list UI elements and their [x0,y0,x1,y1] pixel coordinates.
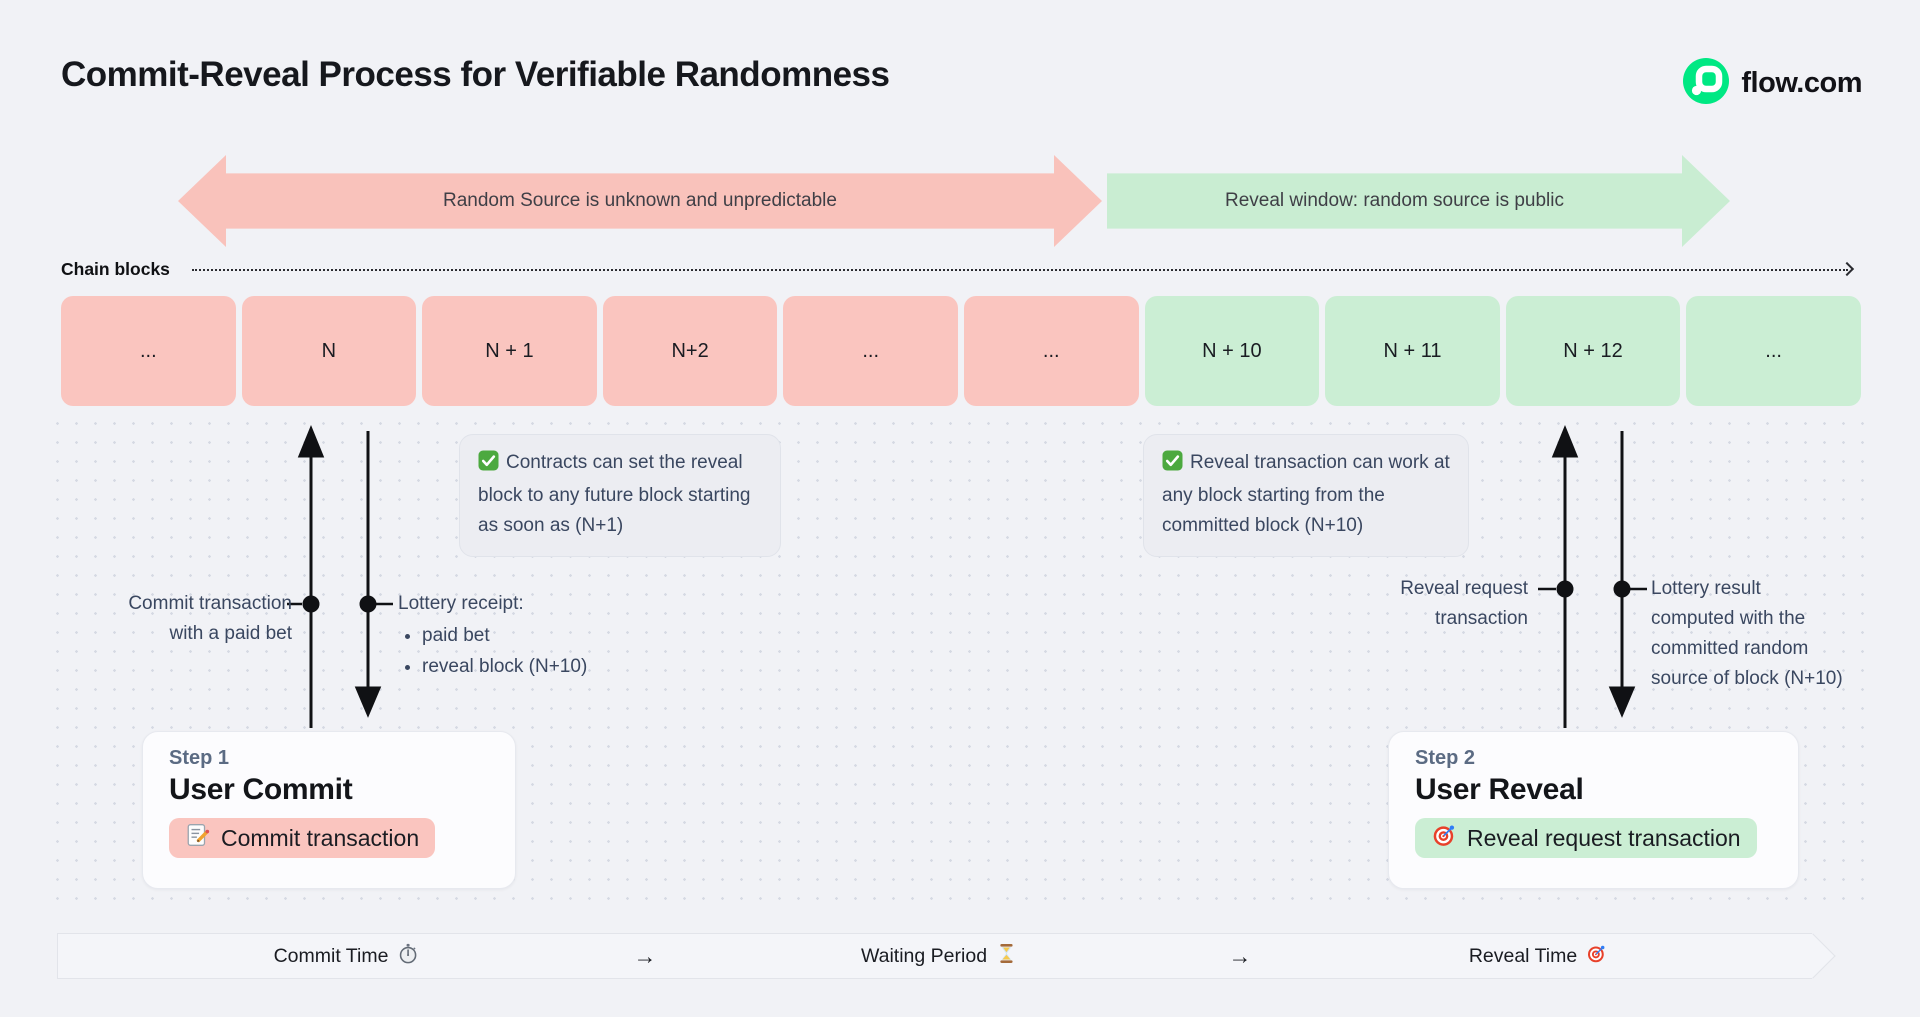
stopwatch-icon [397,943,418,970]
step1-label: Step 1 [169,747,230,769]
lottery-receipt-bullet: reveal block (N+10) [422,652,587,682]
chain-block: N + 1 [422,296,597,406]
chain-block: ... [783,296,958,406]
commit-badge-label: Commit transaction [221,824,420,851]
reveal-badge-label: Reveal request transaction [1467,824,1741,851]
chain-blocks-label: Chain blocks [61,259,170,279]
timeline-arrow-tip-icon [1790,933,1836,979]
chain-block: N + 10 [1144,296,1320,406]
time-phases-bar [57,933,1836,979]
flow-brand-link[interactable]: flow.com [1683,58,1862,109]
step1-title: User Commit [169,773,353,806]
chain-block: N + 12 [1505,296,1681,406]
commit-phase-arrow: Random Source is unknown and unpredictab… [178,155,1102,247]
page-title: Commit-Reveal Process for Verifiable Ran… [61,55,890,94]
commit-phase-label: Random Source is unknown and unpredictab… [443,190,837,211]
chain-arrow-tip-icon [1839,261,1855,277]
reveal-callout: Reveal transaction can work at any block… [1143,434,1469,557]
reveal-request-annotation: Reveal request transaction [1400,578,1528,629]
lottery-result-annotation: Lottery result computed with the committ… [1651,578,1843,689]
chain-block: N [241,296,417,406]
timeline-arrow: → [1228,942,1252,969]
target-icon [1586,943,1607,970]
check-icon [478,450,499,481]
chain-block: N+2 [602,296,778,406]
reveal-phase-arrow: Reveal window: random source is public [1107,155,1730,247]
commit-transaction-badge: Commit transaction [169,818,436,858]
target-icon [1431,822,1457,854]
timeline-arrow: → [633,942,657,969]
lottery-receipt-title: Lottery receipt: [398,593,524,614]
check-icon [1162,450,1183,481]
commit-transaction-annotation: Commit transaction with a paid bet [128,593,292,644]
flow-logo-icon [1683,58,1730,109]
chain-blocks-row: ... N N + 1 N+2 ... ... N + 10 N + 11 N … [61,296,1861,406]
commit-callout: Contracts can set the reveal block to an… [459,434,781,557]
step2-label: Step 2 [1415,747,1476,769]
chain-block: ... [1686,296,1861,406]
reveal-phase-label: Reveal window: random source is public [1225,190,1564,211]
step1-user-commit-card: Step 1 User Commit Commit transaction [142,731,516,889]
brand-name: flow.com [1741,67,1862,99]
chain-block: ... [61,296,236,406]
step2-user-reveal-card: Step 2 User Reveal Reveal request transa… [1388,731,1799,889]
timeline-waiting-period: Waiting Period [861,933,1017,979]
lottery-receipt-annotation: Lottery receipt: paid bet reveal block (… [398,589,587,682]
lottery-receipt-bullet: paid bet [422,621,587,651]
step2-title: User Reveal [1415,773,1584,806]
chain-block: ... [963,296,1139,406]
reveal-callout-text: Reveal transaction can work at any block… [1162,452,1450,536]
timeline-reveal-time: Reveal Time [1469,933,1607,979]
memo-icon [185,822,211,854]
reveal-request-badge: Reveal request transaction [1415,818,1757,858]
chain-block: N + 11 [1325,296,1500,406]
hourglass-icon [996,943,1017,970]
commit-callout-text: Contracts can set the reveal block to an… [478,452,751,536]
chain-timeline-dotted-arrow [192,261,1855,277]
timeline-commit-time: Commit Time [274,933,419,979]
